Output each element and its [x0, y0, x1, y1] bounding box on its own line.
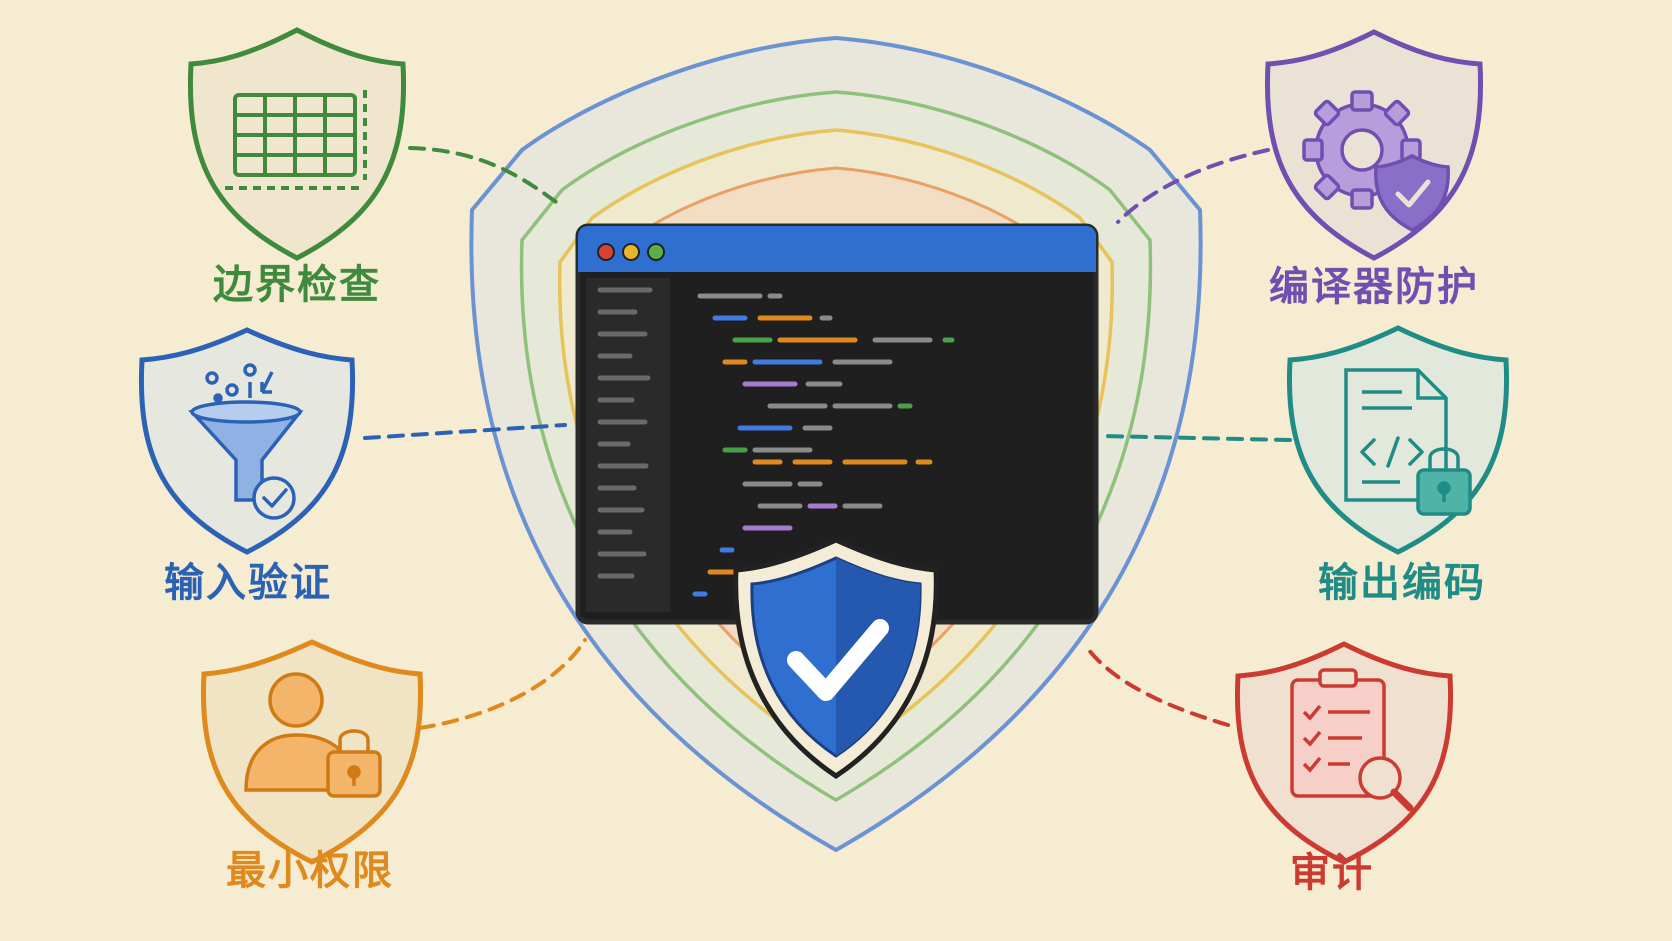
connector-output-encoding: [1098, 434, 1292, 442]
audit-shield: [1234, 641, 1454, 865]
code-lines: [692, 293, 955, 597]
least-privilege-shield: [200, 639, 424, 865]
funnel-filter-icon: [188, 363, 304, 520]
gear-shield-icon: [1302, 90, 1450, 232]
user-lock-icon: [244, 672, 382, 798]
connector-compiler-protection: [1116, 148, 1270, 224]
clipboard-magnifier-icon: [1290, 668, 1414, 812]
minimize-dot-icon: [622, 243, 640, 261]
output-encoding-label: 输出编码: [1318, 560, 1486, 606]
connector-audit: [1083, 643, 1230, 727]
close-dot-icon: [597, 243, 615, 261]
connector-bounds-check: [408, 146, 562, 207]
sidebar-lines: [597, 287, 653, 579]
input-validation-shield: [138, 327, 356, 555]
connectors: [363, 146, 1292, 730]
connector-least-privilege: [418, 638, 587, 730]
checkmark-shield-icon: [733, 537, 939, 780]
code-file-lock-icon: [1344, 368, 1472, 516]
audit-label: 审计: [1290, 850, 1374, 896]
maximize-dot-icon: [647, 243, 665, 261]
bounds-check-label: 边界检查: [213, 262, 381, 308]
connector-input-validation: [363, 423, 567, 440]
bounds-check-shield: [187, 27, 407, 261]
output-encoding-shield: [1286, 325, 1510, 555]
grid-table-icon: [225, 90, 367, 190]
compiler-protection-shield: [1264, 29, 1484, 261]
least-privilege-label: 最小权限: [226, 848, 394, 894]
code-editor-window: [575, 223, 1099, 625]
input-validation-label: 输入验证: [164, 560, 332, 606]
compiler-protection-label: 编译器防护: [1269, 264, 1479, 310]
